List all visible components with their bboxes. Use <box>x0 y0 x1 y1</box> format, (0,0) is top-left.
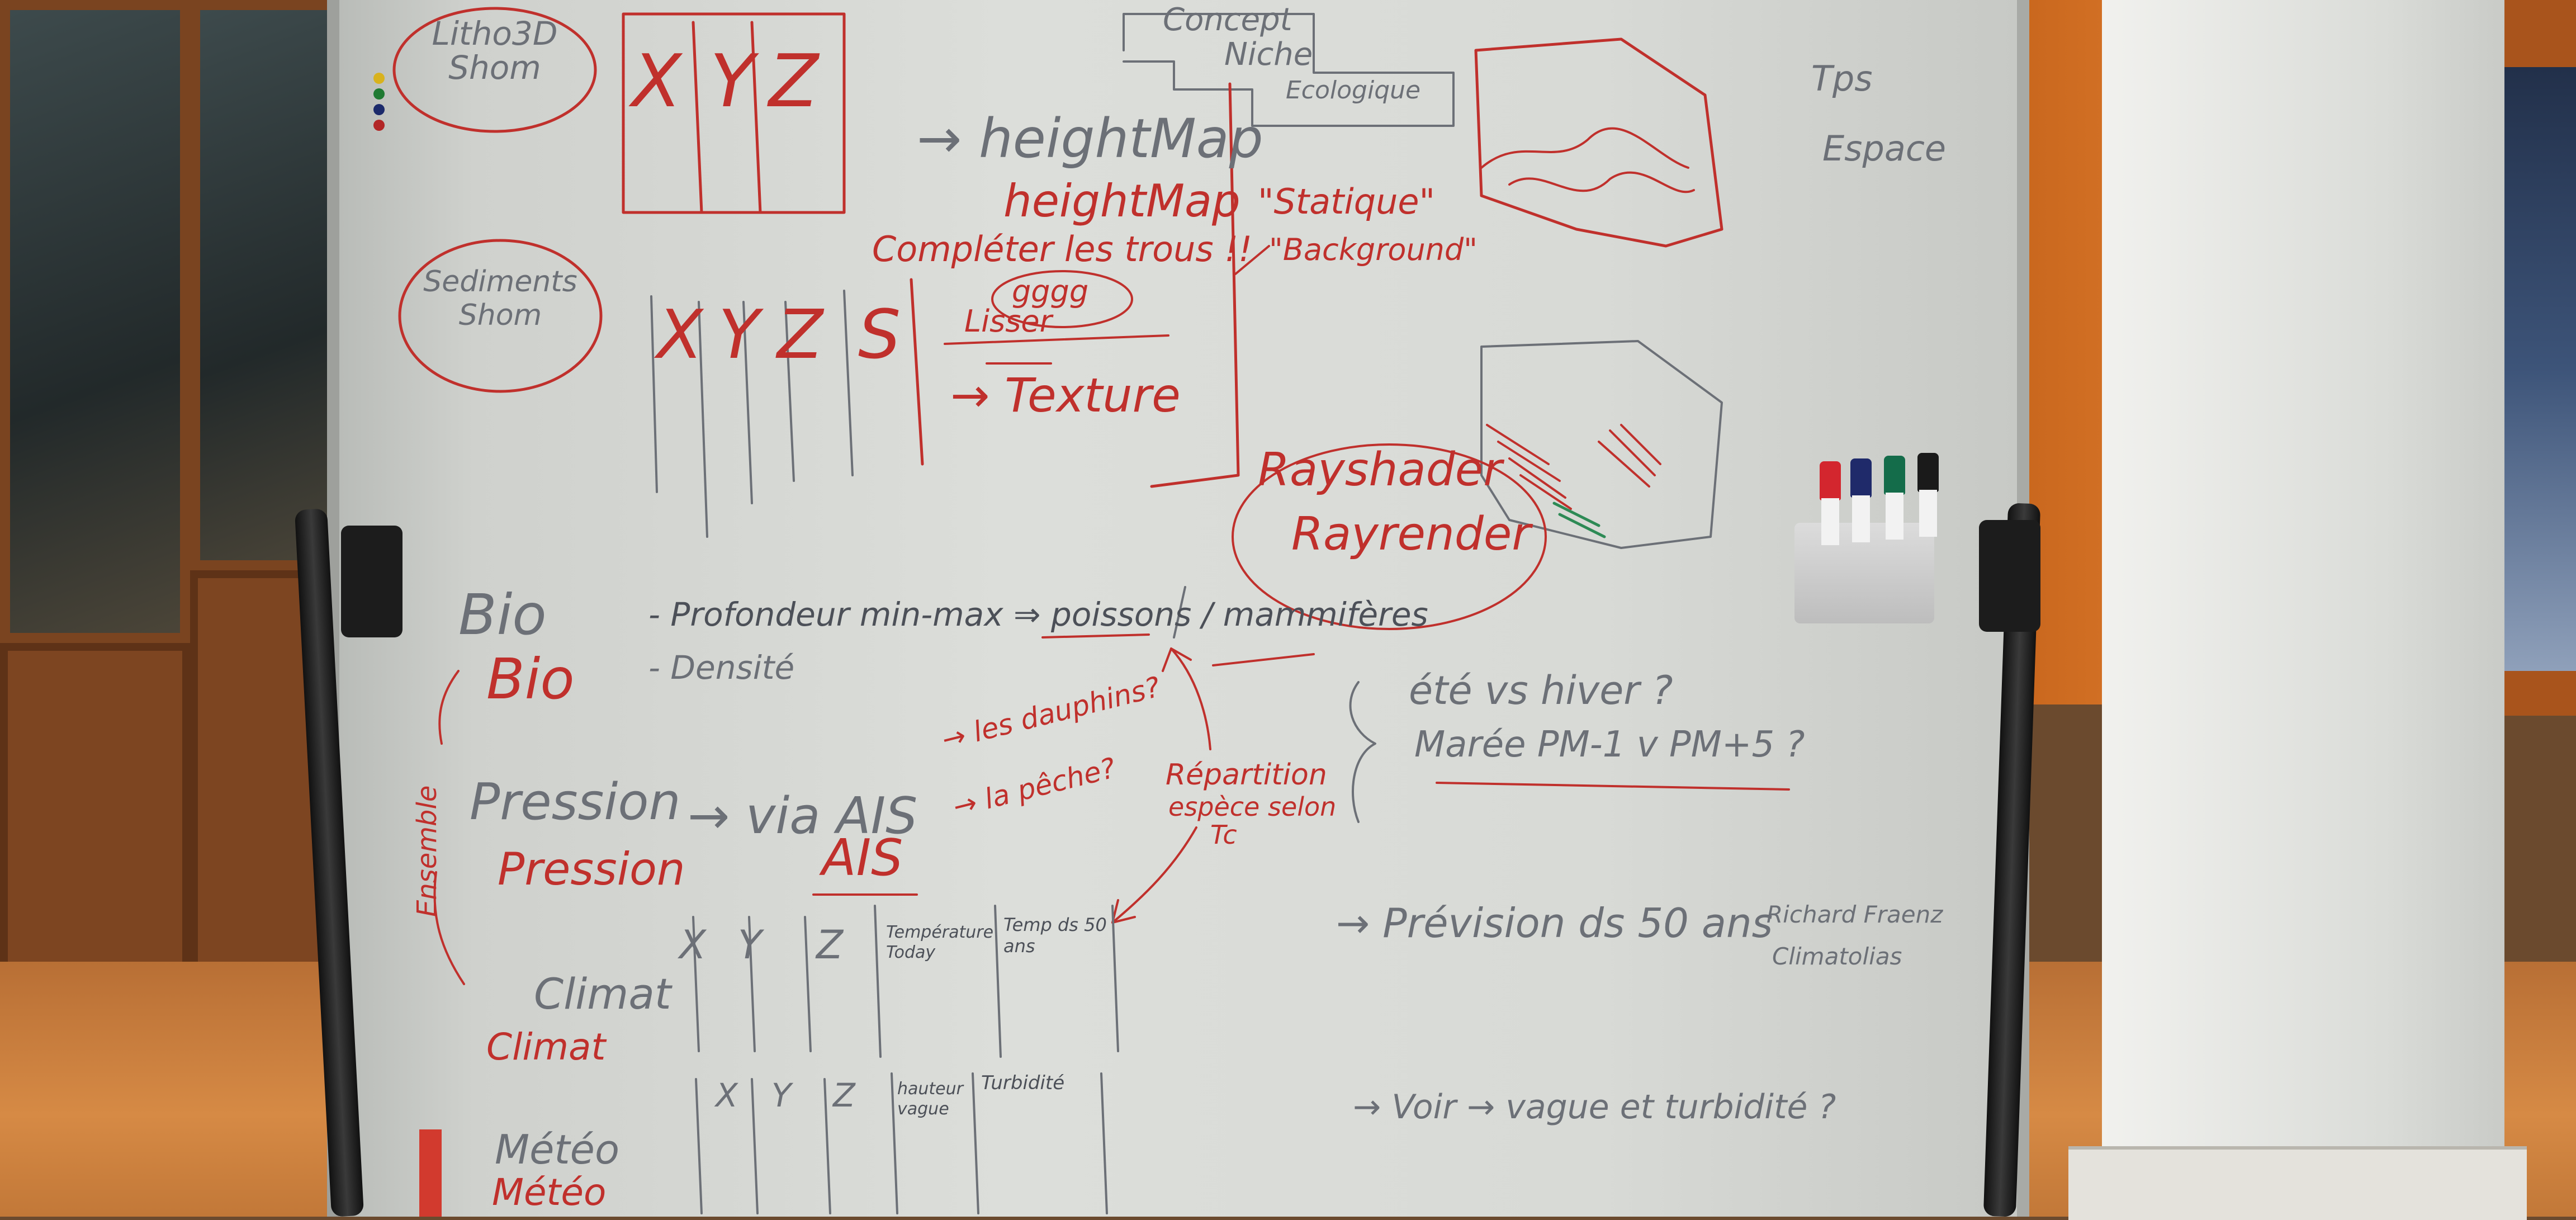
ecologique-label: Ecologique <box>1286 76 1421 105</box>
ete-hiver-label: été vs hiver ? <box>1409 668 1673 713</box>
completer-label: Compléter les trous !! <box>872 229 1253 269</box>
gggg-label: gggg <box>1012 274 1089 309</box>
table1-header-z: Z <box>769 39 819 124</box>
table-xyz-frame <box>622 12 846 214</box>
table2-header-z: Z <box>777 296 823 374</box>
wall-poster <box>2499 67 2576 671</box>
rayrender-label: Rayrender <box>1291 508 1531 561</box>
bio-red-label: Bio <box>486 646 575 712</box>
black-marker[interactable] <box>1917 453 1939 537</box>
climatolias-label: Climatolias <box>1772 943 1902 970</box>
blue-marker[interactable] <box>1850 458 1872 542</box>
red-marker[interactable] <box>1820 461 1841 545</box>
texture-label: → Texture <box>950 368 1181 423</box>
ensemble-label: Ensemble <box>411 785 443 917</box>
niche-label: Niche <box>1224 36 1313 73</box>
green-marker[interactable] <box>1884 456 1905 540</box>
table3-header-temp-today: Température Today <box>886 923 994 962</box>
pillar-base <box>2068 1146 2527 1220</box>
sediments-shom-label: Sediments Shom <box>423 265 577 332</box>
prevision-label: → Prévision ds 50 ans <box>1336 900 1773 947</box>
meteo-gray-label: Météo <box>495 1126 619 1173</box>
magnet-green <box>373 88 385 100</box>
via-ais-label: → via AIS <box>688 787 918 845</box>
espece-selon-label: espèce selon <box>1168 792 1337 822</box>
ais-red-label: AIS <box>822 829 903 887</box>
maree-label: Marée PM-1 v PM+5 ? <box>1414 724 1805 765</box>
table4-header-z: Z <box>833 1076 855 1114</box>
table3-header-x: X <box>679 922 706 968</box>
table1-header-x: X <box>632 39 682 124</box>
white-pillar <box>2102 0 2504 1202</box>
table4-header-y: Y <box>771 1076 792 1114</box>
stand-clamp-right <box>1979 520 2040 632</box>
rayshader-label: Rayshader <box>1258 443 1502 496</box>
concept-label: Concept <box>1163 2 1292 38</box>
background-label: "Background" <box>1269 232 1478 267</box>
whiteboard <box>327 0 2029 1217</box>
table2-header-x: X <box>657 296 703 374</box>
circle-rayshader <box>1232 443 1547 630</box>
litho-shom-label: Litho3D Shom <box>432 15 558 87</box>
meteo-red-label: Météo <box>492 1171 607 1214</box>
espace-label: Espace <box>1822 128 1947 169</box>
table3-header-z: Z <box>816 922 843 968</box>
tps-label: Tps <box>1811 58 1873 99</box>
table4-header-x: X <box>716 1076 738 1114</box>
table2-header-s: S <box>858 296 901 374</box>
magnet-yellow <box>373 73 385 84</box>
table1-header-y: Y <box>710 39 755 124</box>
magnet-blue <box>373 104 385 115</box>
densite-label: - Densité <box>648 649 795 687</box>
magnet-red <box>373 120 385 131</box>
pression-red-label: Pression <box>498 843 685 895</box>
heightmap-gray-label: → heightMap <box>917 107 1263 170</box>
pression-gray-label: Pression <box>470 773 681 831</box>
stand-clamp-left <box>341 526 402 637</box>
voir-label: → Voir → vague et turbidité ? <box>1353 1087 1836 1127</box>
tc-label: Tc <box>1210 820 1237 850</box>
cabinet-glass-door-left <box>0 0 190 643</box>
terrain-sketch-gray <box>1480 340 1723 549</box>
climat-red-label: Climat <box>486 1025 606 1068</box>
terrain-sketch-red <box>1474 37 1723 248</box>
lisser-label: Lisser <box>964 304 1052 339</box>
bio-gray-label: Bio <box>458 582 547 647</box>
table3-header-y: Y <box>738 922 762 968</box>
repartition-label: Répartition <box>1166 758 1327 792</box>
table4-header-turbidite: Turbidité <box>981 1072 1065 1094</box>
circle-sediments <box>398 239 603 393</box>
climat-gray-label: Climat <box>534 969 671 1019</box>
circle-litho <box>392 7 597 133</box>
table3-header-temp-50: Temp ds 50 ans <box>1003 914 1107 957</box>
richard-label: Richard Fraenz <box>1767 901 1943 928</box>
statique-label: "Statique" <box>1258 181 1436 222</box>
table2-header-y: Y <box>718 296 760 374</box>
heightmap-red-label: heightMap <box>1003 175 1240 227</box>
table4-header-hauteur-vague: hauteur vague <box>897 1079 963 1119</box>
wooden-cabinet <box>0 0 380 1217</box>
profondeur-label: - Profondeur min-max ⇒ poissons / mammif… <box>648 595 1428 633</box>
cabinet-lower-panel-left <box>0 643 190 990</box>
